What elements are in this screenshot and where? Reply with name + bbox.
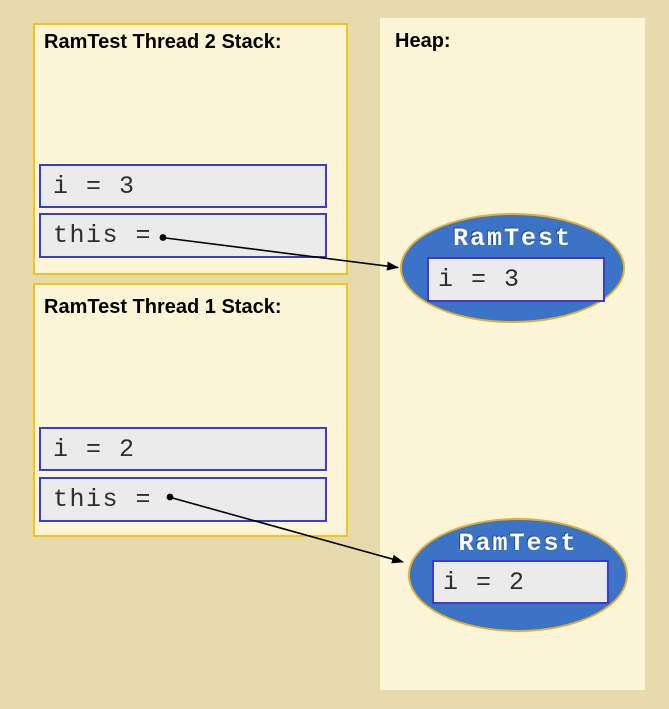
- thread2-variable-i: i = 3: [39, 164, 327, 208]
- heap-panel: Heap: RamTest i = 3 RamTest i = 2: [380, 18, 645, 690]
- heap-object-2-class-name: RamTest: [458, 529, 578, 558]
- thread1-variable-i-label: i = 2: [53, 434, 136, 464]
- thread2-stack-panel: RamTest Thread 2 Stack: i = 3 this =: [33, 23, 348, 275]
- thread1-variable-this-label: this =: [53, 485, 153, 514]
- thread1-stack-title: RamTest Thread 1 Stack:: [44, 296, 282, 318]
- heap-object-1-field-label: i = 3: [438, 265, 521, 294]
- thread2-variable-this-label: this =: [53, 221, 153, 250]
- heap-object-2-field: i = 2: [432, 560, 609, 604]
- thread2-stack-title: RamTest Thread 2 Stack:: [44, 31, 282, 53]
- thread2-variable-this: this =: [39, 213, 327, 258]
- thread1-variable-i: i = 2: [39, 427, 327, 471]
- thread2-variable-i-label: i = 3: [53, 171, 136, 201]
- thread1-variable-this: this =: [39, 477, 327, 522]
- heap-object-ramtest-2: RamTest i = 2: [408, 518, 628, 632]
- heap-object-2-field-label: i = 2: [443, 567, 526, 597]
- heap-object-1-class-name: RamTest: [452, 224, 573, 253]
- heap-object-1-field: i = 3: [427, 257, 605, 302]
- thread1-stack-panel: RamTest Thread 1 Stack: i = 2 this =: [33, 283, 348, 537]
- heap-title: Heap:: [395, 30, 451, 52]
- heap-object-ramtest-1: RamTest i = 3: [400, 213, 625, 323]
